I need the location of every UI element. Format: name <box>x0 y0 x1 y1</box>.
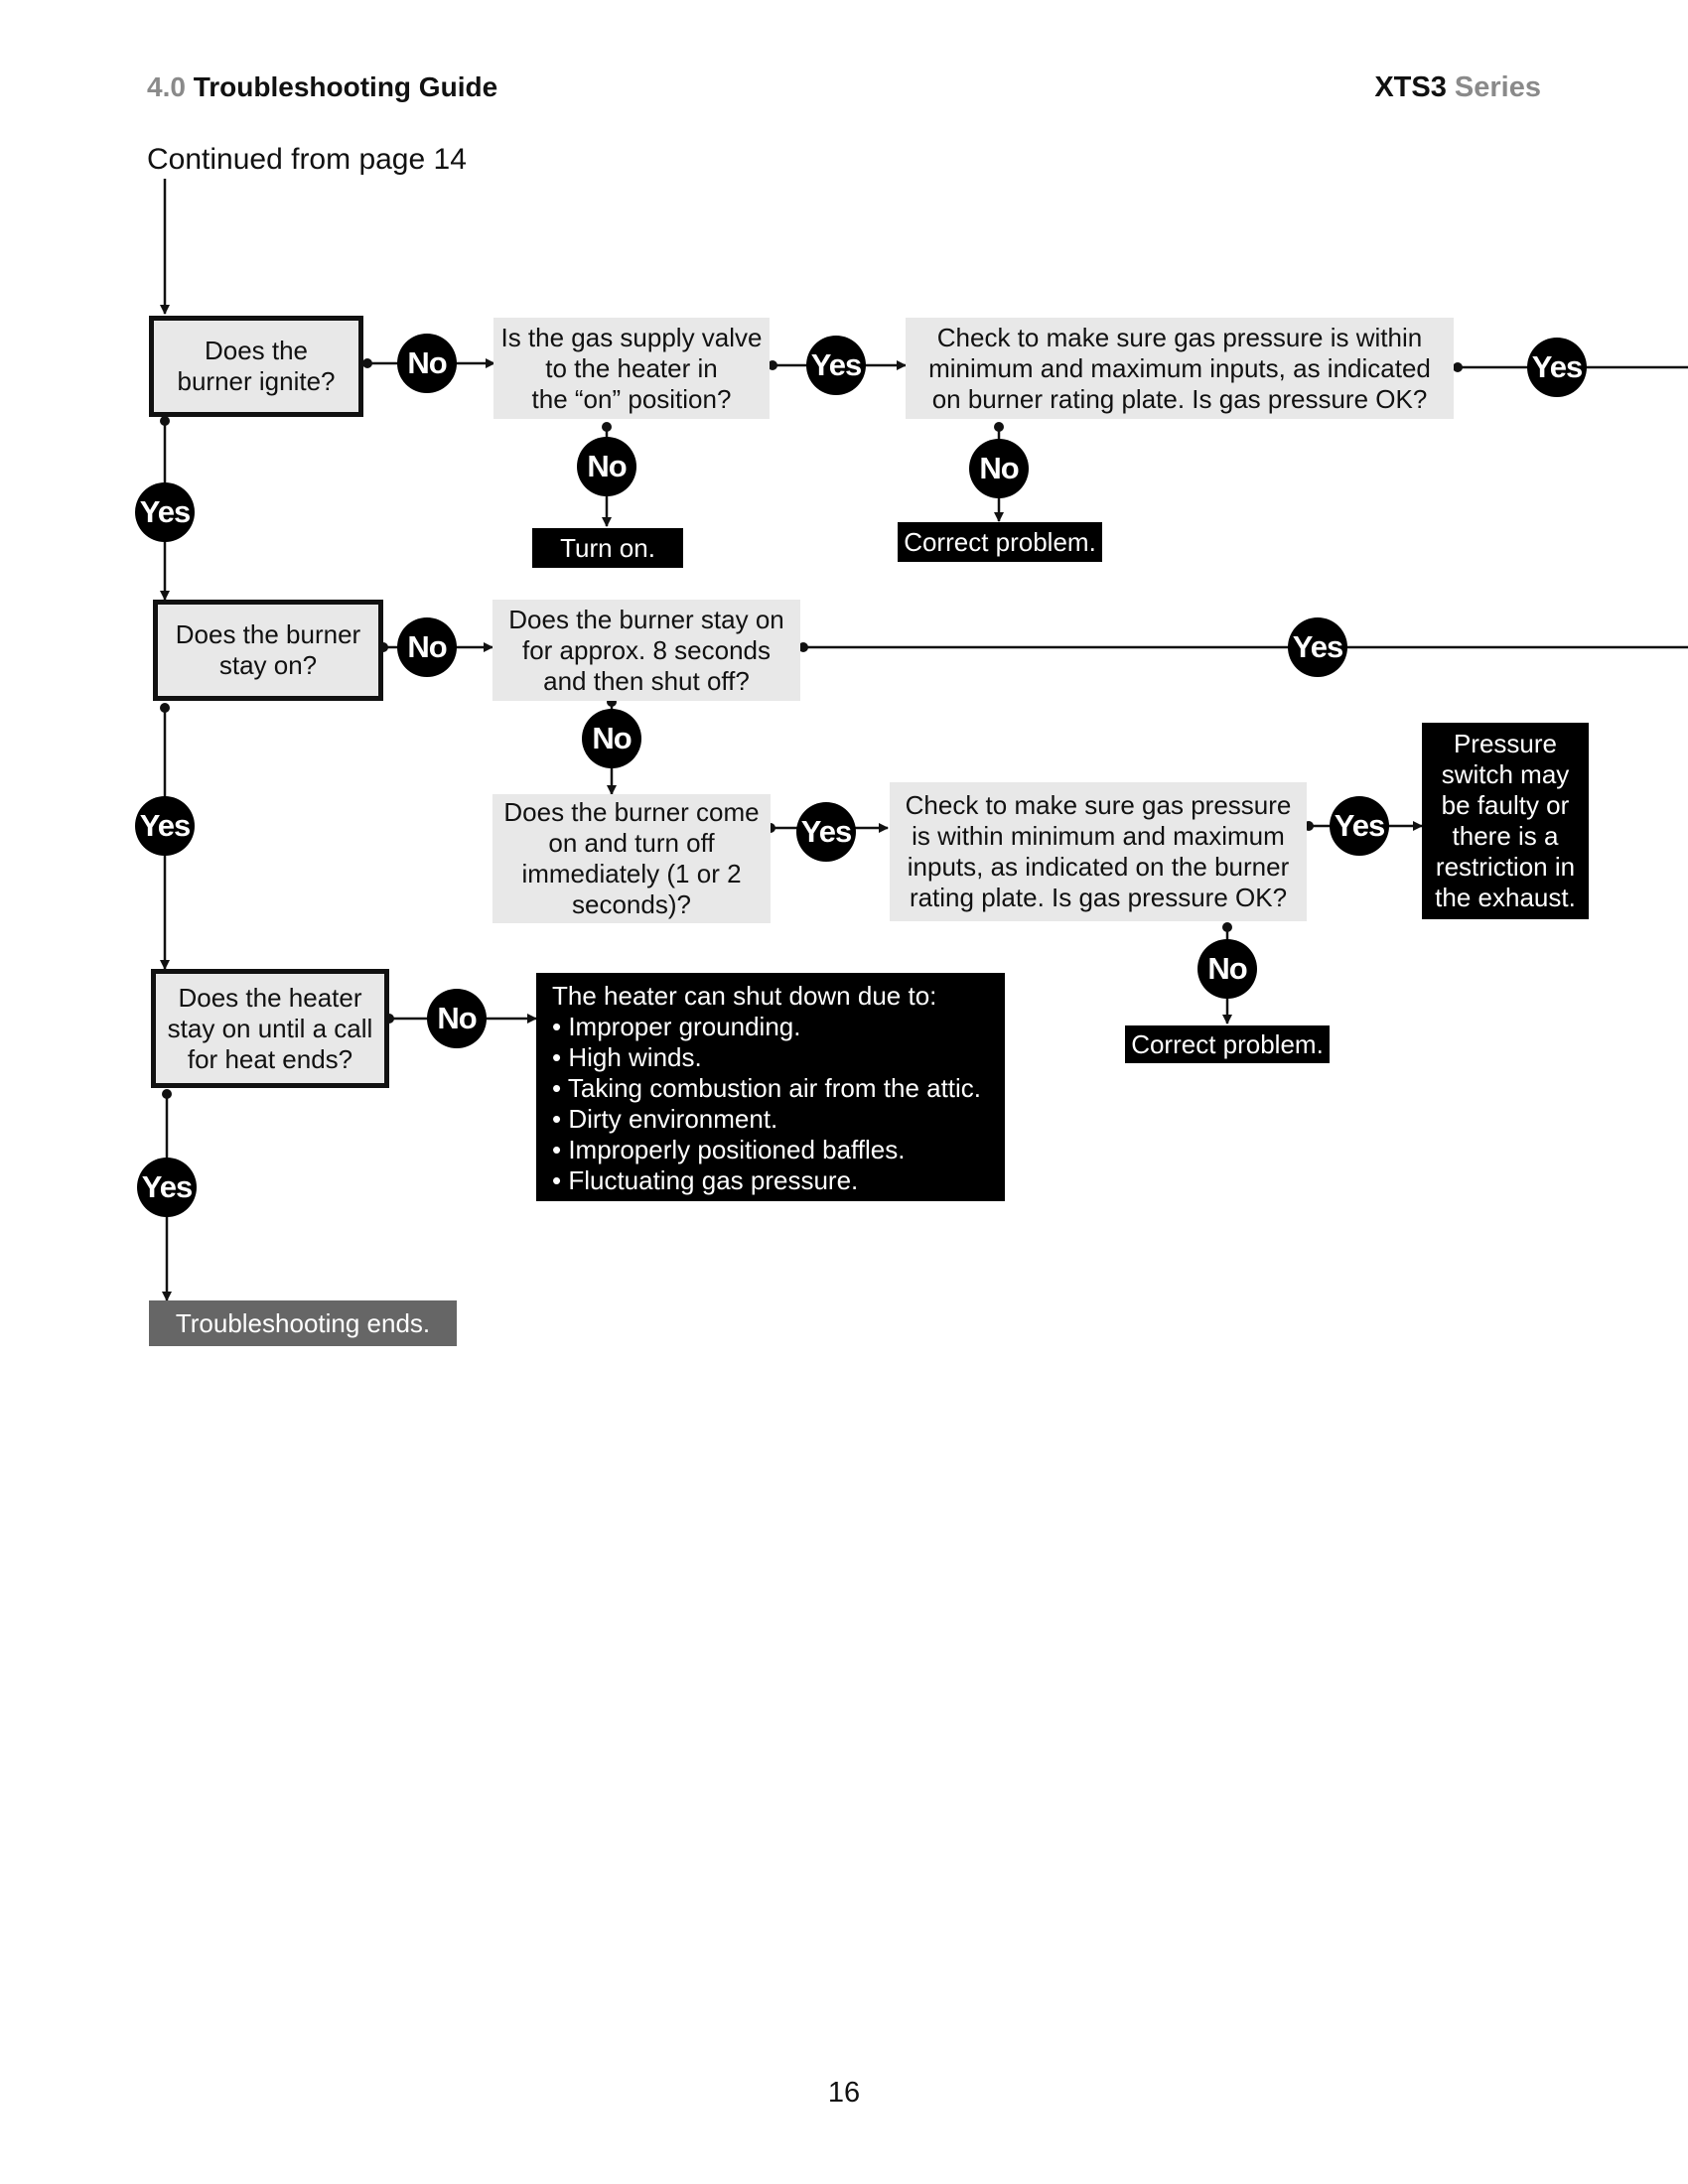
series-word: Series <box>1454 71 1541 103</box>
node-gas-valve: Is the gas supply valve to the heater in… <box>493 318 770 419</box>
yes-label: Yes <box>137 1158 197 1217</box>
no-label: No <box>582 709 641 768</box>
section-number: 4.0 <box>147 71 186 102</box>
node-pressure-switch: Pressure switch may be faulty or there i… <box>1422 723 1589 919</box>
node-burner-ignite: Does the burner ignite? <box>149 316 363 417</box>
continued-from-label: Continued from page 14 <box>147 143 467 176</box>
yes-label: Yes <box>1288 617 1347 677</box>
series-model: XTS3 <box>1374 71 1447 103</box>
node-heater-stay-on: Does the heater stay on until a call for… <box>151 969 389 1088</box>
yes-label: Yes <box>806 336 866 395</box>
page-number: 16 <box>827 2077 861 2109</box>
node-check-gas-pressure-1: Check to make sure gas pressure is withi… <box>906 318 1454 419</box>
no-label: No <box>577 437 636 496</box>
section-title: Troubleshooting Guide <box>193 71 498 102</box>
node-correct-problem-1: Correct problem. <box>898 522 1102 562</box>
yes-label: Yes <box>1527 338 1587 397</box>
node-turn-on: Turn on. <box>532 528 683 568</box>
yes-label: Yes <box>135 482 195 542</box>
section-header: 4.0 Troubleshooting Guide <box>147 71 497 103</box>
node-come-on-turn-off: Does the burner come on and turn off imm… <box>492 794 771 923</box>
node-troubleshooting-ends: Troubleshooting ends. <box>149 1300 457 1346</box>
no-label: No <box>1197 939 1257 999</box>
series-header: XTS3 Series <box>1374 71 1541 104</box>
no-label: No <box>397 334 457 393</box>
no-label: No <box>427 989 487 1048</box>
yes-label: Yes <box>1330 796 1389 856</box>
node-burner-stay-on: Does the burner stay on? <box>153 600 383 701</box>
node-check-gas-pressure-2: Check to make sure gas pressure is withi… <box>890 782 1307 921</box>
yes-label: Yes <box>796 802 856 862</box>
node-correct-problem-2: Correct problem. <box>1125 1025 1330 1063</box>
no-label: No <box>397 617 457 677</box>
node-shutdown-reasons: The heater can shut down due to: • Impro… <box>536 973 1005 1201</box>
node-stay-8-seconds: Does the burner stay on for approx. 8 se… <box>492 600 800 701</box>
no-label: No <box>969 439 1029 498</box>
yes-label: Yes <box>135 796 195 856</box>
